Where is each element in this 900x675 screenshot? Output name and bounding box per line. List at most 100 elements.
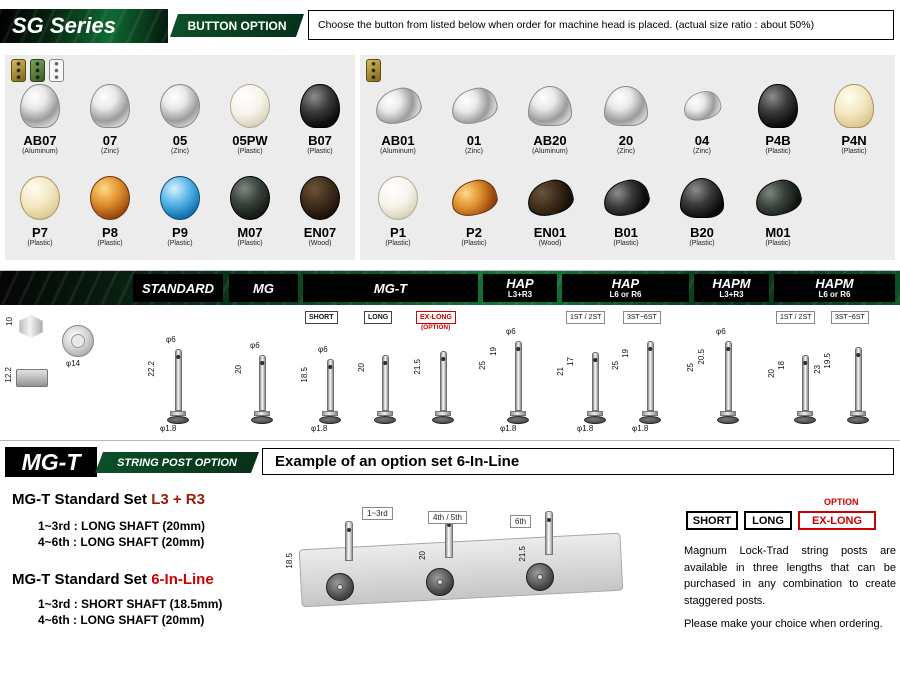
tuner-post: [345, 521, 353, 561]
dim-label: φ1.8: [577, 424, 594, 433]
button-row: AB01 (Aluminum) 01 (Zinc) AB20 (Aluminum…: [360, 81, 895, 155]
button-material: (Aluminum): [380, 148, 416, 155]
button-material: (Zinc): [617, 148, 635, 155]
button-code: 05: [172, 133, 188, 148]
button-code: P8: [102, 225, 118, 240]
set1-prefix: MG-T Standard Set: [12, 491, 152, 508]
button-material: (Zinc): [465, 148, 483, 155]
example-title-box: Example of an option set 6-In-Line: [262, 448, 894, 475]
set2-title: MG-T Standard Set 6-In-Line: [12, 571, 214, 588]
machine-head-icons: [366, 59, 381, 82]
dim-label: 25: [686, 363, 695, 372]
machine-head-icon: [49, 59, 64, 82]
button-image: [160, 84, 200, 128]
button-material: (Plastic): [841, 148, 867, 155]
col-label: HAPM: [712, 276, 751, 291]
button-image: [447, 175, 501, 221]
button-cell: AB20 (Aluminum): [512, 81, 588, 155]
button-code: 01: [466, 133, 482, 148]
set1-line2: 4~6th : LONG SHAFT (20mm): [38, 535, 205, 549]
button-material: (Wood): [308, 240, 332, 247]
label-box-6th: 6th: [510, 515, 532, 528]
button-cell: P4B (Plastic): [740, 81, 816, 155]
dim-label: φ6: [716, 327, 726, 336]
button-material: (Plastic): [307, 148, 333, 155]
button-code: EN01: [533, 225, 567, 240]
dim-label: 21.5: [413, 359, 422, 375]
button-cell: B07 (Plastic): [285, 81, 355, 155]
button-code: P1: [390, 225, 406, 240]
button-code: B20: [690, 225, 714, 240]
ex-long-box: EX-LONG: [798, 511, 876, 530]
set2-line1: 1~3rd : SHORT SHAFT (18.5mm): [38, 597, 223, 611]
button-code: 20: [618, 133, 634, 148]
col-sublabel: L6 or R6: [818, 290, 851, 299]
option-tag: OPTION: [824, 497, 859, 507]
dim-label: φ6: [318, 345, 328, 354]
button-image: [230, 176, 270, 220]
note-paragraph: Magnum Lock-Trad string posts are availa…: [684, 545, 896, 607]
button-cell: 05 (Zinc): [145, 81, 215, 155]
post-hap-l3r3: [503, 341, 533, 424]
spec-body: 10 φ14 12.2 φ6 22.2 φ1.8 φ6 20 SHORT LON…: [0, 305, 900, 436]
series-title-banner: SG Series: [0, 9, 168, 43]
button-cell: M01 (Plastic): [740, 173, 816, 247]
button-image: [528, 86, 572, 126]
button-code: M01: [765, 225, 791, 240]
short-box: SHORT: [686, 511, 738, 530]
button-code: AB01: [381, 133, 415, 148]
col-label: MG-T: [373, 280, 408, 296]
set2-prefix: MG-T Standard Set: [12, 571, 152, 588]
dim-label: φ6: [506, 327, 516, 336]
dim-label: 20: [418, 551, 427, 560]
button-panel-right: AB01 (Aluminum) 01 (Zinc) AB20 (Aluminum…: [360, 55, 895, 260]
button-cell: P7 (Plastic): [5, 173, 75, 247]
col-sublabel: L6 or R6: [609, 290, 642, 299]
col-label: MG: [253, 280, 274, 296]
dim-label: 19.5: [823, 353, 832, 369]
button-code: P7: [32, 225, 48, 240]
instruction-box: Choose the button from listed below when…: [308, 10, 894, 40]
button-image: [300, 84, 340, 128]
bushing-hex-diagram: [19, 315, 43, 338]
button-image: [20, 176, 60, 220]
button-cell: AB07 (Aluminum): [5, 81, 75, 155]
dim-label: 18.5: [300, 367, 309, 383]
col-sublabel: L3+R3: [719, 290, 744, 299]
tag-long: LONG: [364, 311, 393, 324]
button-material: (Plastic): [237, 240, 263, 247]
button-image: [230, 84, 270, 128]
bushing-side-diagram: [16, 369, 48, 387]
post-mgt-long: [370, 355, 400, 424]
set1-highlight: L3 + R3: [151, 491, 205, 508]
button-cell: EN07 (Wood): [285, 173, 355, 247]
button-material: (Plastic): [613, 240, 639, 247]
dim-label: φ1.8: [500, 424, 517, 433]
tuner-gear: [526, 563, 554, 591]
col-label: HAP: [506, 276, 534, 291]
long-box: LONG: [744, 511, 792, 530]
button-code: B07: [308, 133, 332, 148]
label-box-1-3rd: 1~3rd: [362, 507, 393, 520]
dim-label: φ1.8: [311, 424, 328, 433]
machine-head-icons: [11, 59, 64, 82]
button-cell: B01 (Plastic): [588, 173, 664, 247]
button-code: EN07: [303, 225, 337, 240]
dim-label: 17: [566, 357, 575, 366]
button-code: 07: [102, 133, 118, 148]
button-image: [599, 175, 653, 221]
tag-1st-2st: 1ST / 2ST: [776, 311, 816, 324]
mgt-option-section: MG-T STRING POST OPTION Example of an op…: [0, 440, 900, 675]
button-cell: P1 (Plastic): [360, 173, 436, 247]
button-cell: M07 (Plastic): [215, 173, 285, 247]
button-row: P7 (Plastic) P8 (Plastic) P9 (Plastic) M…: [5, 173, 355, 247]
button-image: [160, 176, 200, 220]
button-cell: P8 (Plastic): [75, 173, 145, 247]
tag-ex-long: EX-LONG: [416, 311, 456, 324]
button-cell: B20 (Plastic): [664, 173, 740, 247]
button-image: [20, 84, 60, 128]
